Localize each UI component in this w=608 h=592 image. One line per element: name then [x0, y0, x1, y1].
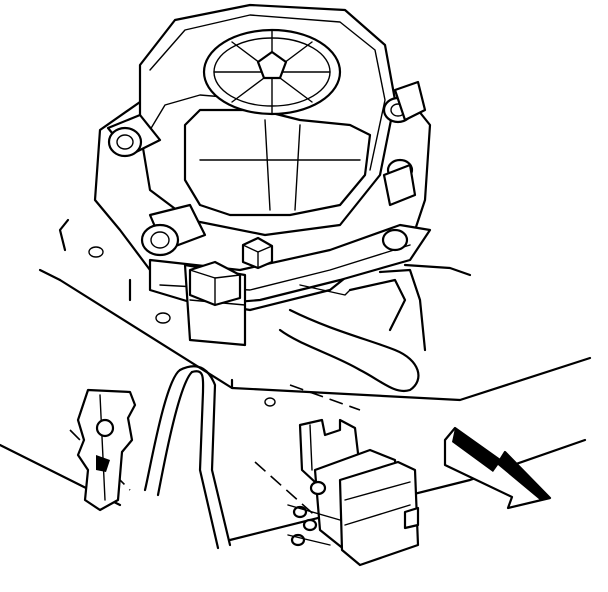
stud-left-lower: [140, 203, 207, 257]
stud-left-upper: [106, 113, 162, 158]
mounting-hole: [155, 312, 171, 324]
hex-nut-front: [188, 260, 242, 307]
left-bracket: [76, 388, 137, 512]
hex-nut-center: [241, 236, 274, 270]
throttle-body: [93, 3, 432, 347]
vacuum-hose: [278, 268, 427, 393]
stud-right-upper: [382, 80, 427, 124]
fasteners: [106, 80, 427, 307]
stud-right-lower: [381, 158, 417, 252]
sensor-module: [287, 418, 420, 567]
wing-nut-icon: [202, 28, 342, 116]
connector-pins: [287, 480, 341, 547]
arrow-forward-icon: [443, 426, 552, 510]
bracket-bolt: [95, 418, 115, 438]
mounting-hole: [88, 246, 104, 258]
mounting-hole: [264, 397, 276, 407]
vacuum-tube: [143, 365, 232, 550]
